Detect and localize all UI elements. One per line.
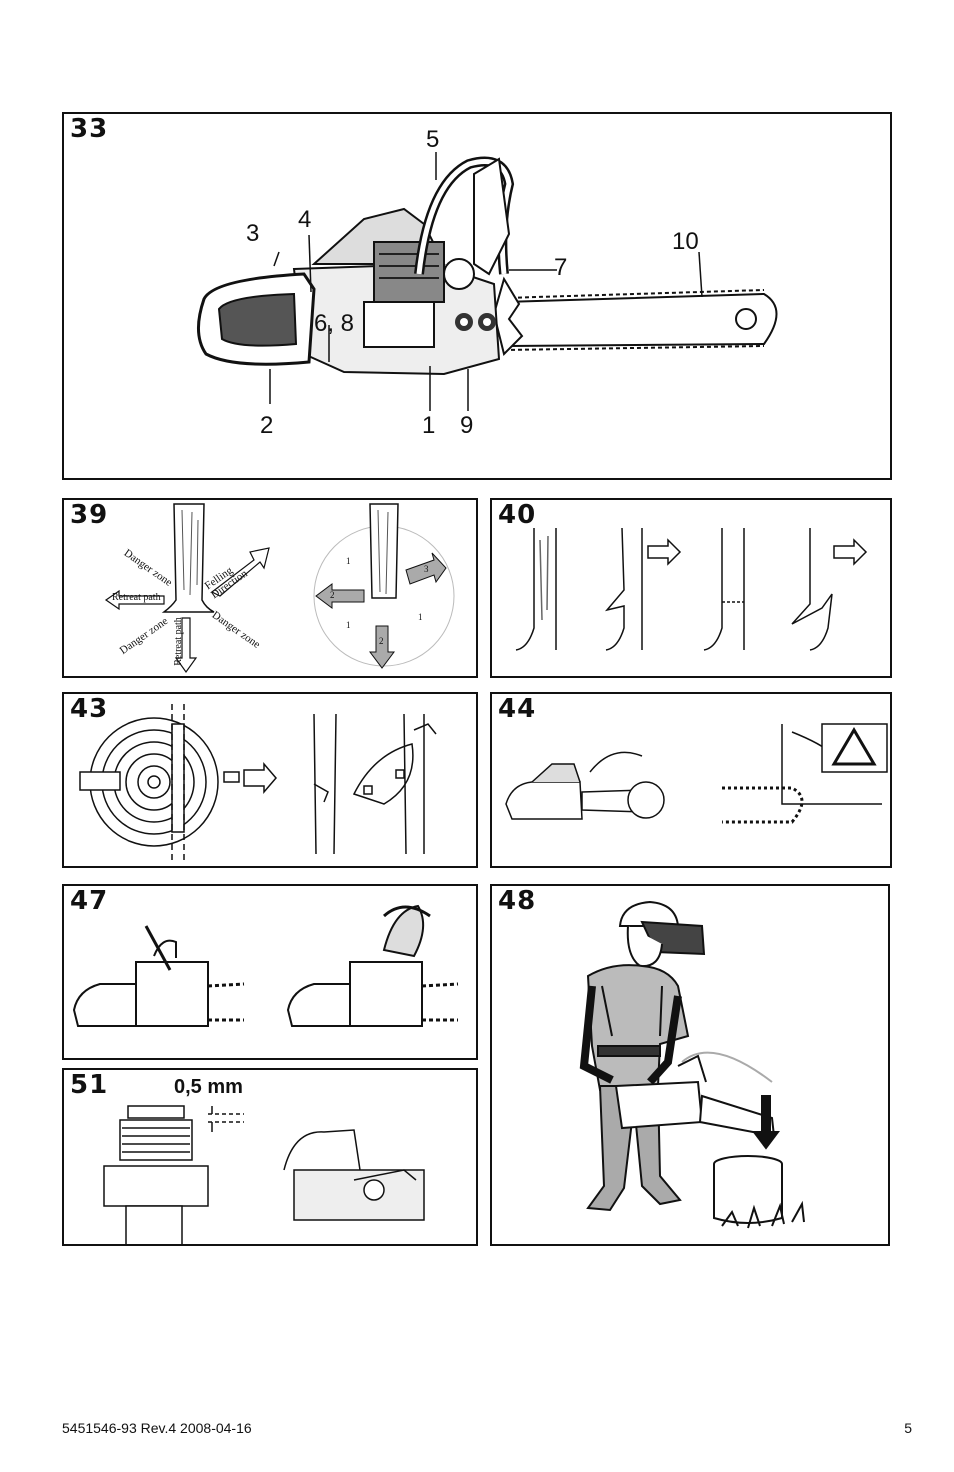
chainsaw-overview-illustration: [197, 152, 778, 411]
chain-brake-illustration: [72, 904, 459, 1027]
figure-number: 48: [498, 886, 537, 916]
callout-10: 10: [672, 228, 699, 255]
callout-7: 7: [554, 254, 568, 281]
figure-number: 43: [70, 694, 109, 724]
figure-number: 47: [70, 886, 109, 916]
zone-1-label: 1: [346, 620, 351, 630]
retreat-path-label: Retreat path: [112, 592, 161, 603]
figure-number: 33: [70, 114, 109, 144]
callout-5: 5: [426, 126, 440, 153]
callout-9: 9: [460, 412, 474, 439]
retreat-path-label: Retreat path: [172, 617, 184, 666]
figure-47-panel: 47: [62, 884, 478, 1060]
hinge-cut-illustration: [79, 704, 437, 864]
operator-starting-cut-illustration: [579, 900, 805, 1229]
figure-33-panel: 33: [62, 112, 892, 480]
electrode-gap-label: 0,5 mm: [174, 1076, 243, 1098]
felling-cut-sequence-illustration: [515, 527, 868, 651]
document-id: 5451546-93 Rev.4 2008-04-16: [62, 1420, 252, 1436]
zone-2-label: 2: [379, 636, 384, 646]
callout-6-8: 6, 8: [314, 310, 355, 337]
felling-zones-diagram: [104, 503, 455, 674]
zone-2-label: 2: [330, 590, 335, 600]
spark-plug-illustration: [103, 1105, 425, 1244]
figure-51-panel: 51 0,5 mm: [62, 1068, 478, 1246]
zone-1-label: 1: [346, 556, 351, 566]
zone-3-label: 3: [424, 564, 429, 574]
kickback-illustration: [505, 723, 888, 824]
figure-40-panel: 40: [490, 498, 892, 678]
callout-1: 1: [422, 412, 436, 439]
figure-39-panel: 39 Danger zone Felling Direction Retreat…: [62, 498, 478, 678]
figure-43-panel: 43: [62, 692, 478, 868]
figure-48-panel: 48: [490, 884, 890, 1246]
figure-number: 44: [498, 694, 537, 724]
callout-4: 4: [298, 206, 312, 233]
callout-2: 2: [260, 412, 274, 439]
figure-number: 39: [70, 500, 109, 530]
figure-number: 51: [70, 1070, 109, 1100]
zone-1-label: 1: [418, 612, 423, 622]
figure-number: 40: [498, 500, 537, 530]
callout-3: 3: [246, 220, 260, 247]
page-number: 5: [904, 1420, 912, 1436]
figure-44-panel: 44: [490, 692, 892, 868]
